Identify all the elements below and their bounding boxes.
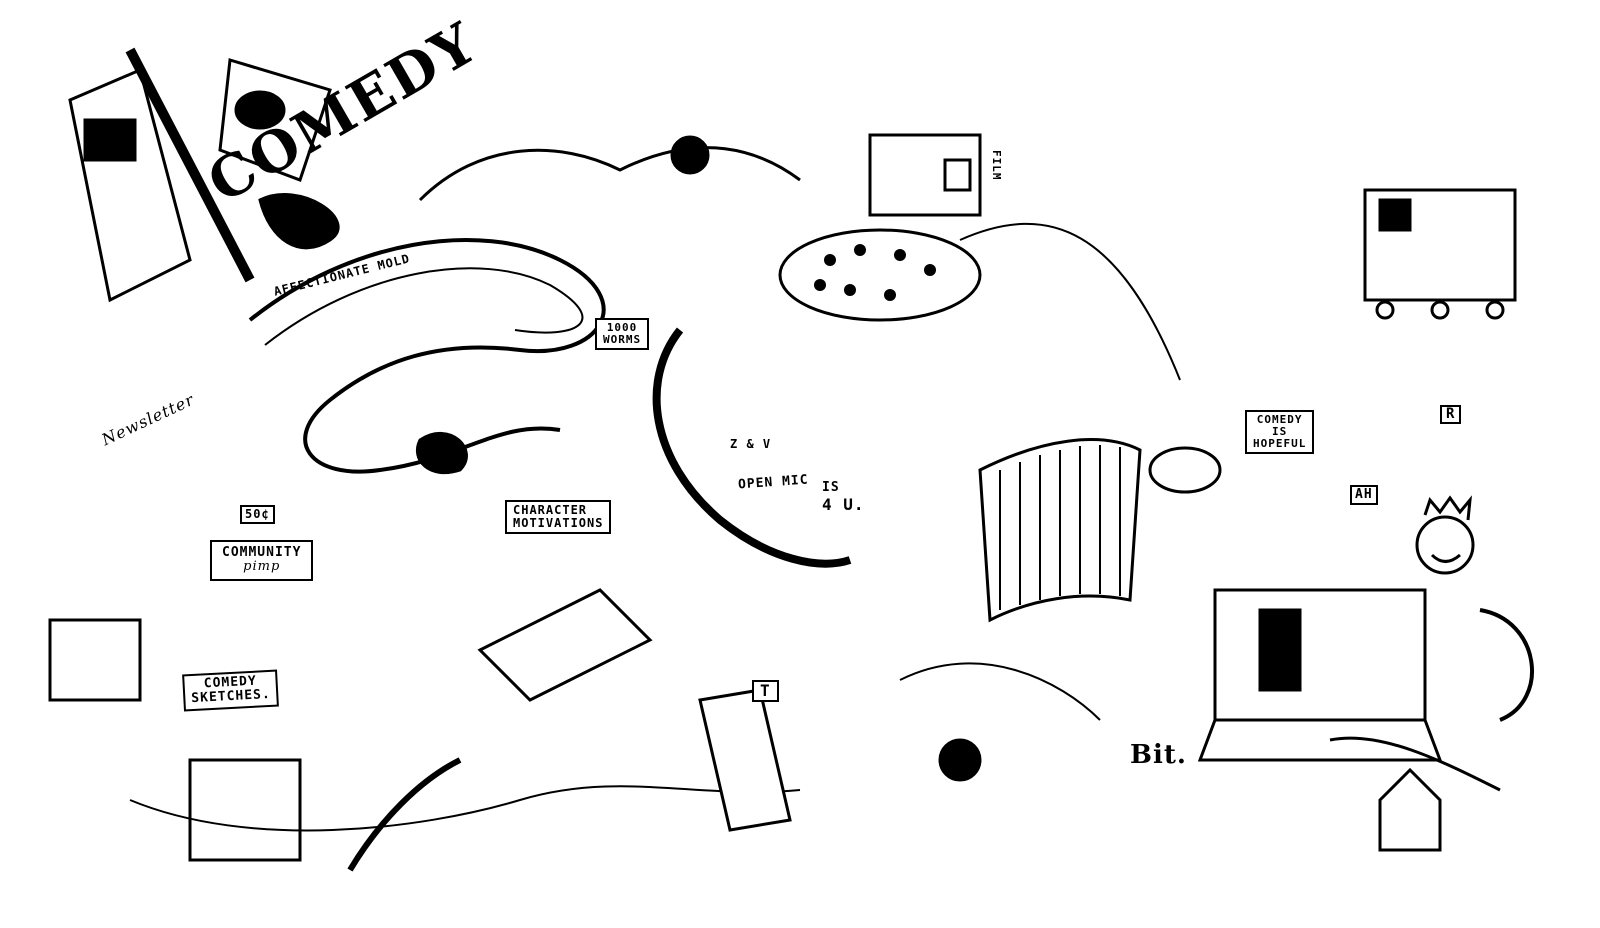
is-4-u-line1: IS bbox=[822, 480, 840, 495]
polka-dot-dome bbox=[778, 228, 982, 322]
character-line1: CHARACTER bbox=[513, 503, 588, 517]
character-motivations-sign: CHARACTER MOTIVATIONS bbox=[505, 500, 612, 535]
left-tower bbox=[68, 67, 192, 303]
character-line2: MOTIVATIONS bbox=[513, 516, 604, 531]
hopeful-line3: HOPEFUL bbox=[1253, 437, 1307, 451]
tv-box bbox=[477, 588, 653, 702]
comedy-sketches-line2: SKETCHES. bbox=[191, 687, 272, 707]
community-sign: COMMUNITY pimp bbox=[210, 540, 314, 581]
worms-line2: WORMS bbox=[603, 333, 642, 347]
comedy-sketches-sign: COMEDY SKETCHES. bbox=[182, 669, 280, 712]
ah-burst: AH bbox=[1350, 485, 1378, 506]
is-4-u-line2: 4 U. bbox=[822, 495, 865, 514]
community-sub-label: pimp bbox=[243, 559, 281, 575]
hopeful-line1: COMEDY bbox=[1256, 413, 1303, 426]
winding-road bbox=[248, 238, 606, 474]
smiling-kid bbox=[1415, 515, 1475, 575]
t-sign: T bbox=[752, 680, 779, 702]
house bbox=[1378, 767, 1442, 852]
hills bbox=[418, 146, 801, 202]
machine bbox=[1213, 588, 1427, 722]
bit-label: Bit. bbox=[1130, 740, 1187, 770]
z-and-v-label: Z & V bbox=[730, 437, 772, 451]
worms-line1: 1000 bbox=[606, 321, 638, 334]
is-4-u-label: IS 4 U. bbox=[822, 480, 865, 514]
comedy-is-hopeful-sign: COMEDY IS HOPEFUL bbox=[1245, 410, 1315, 455]
hopeful-line2: IS bbox=[1272, 425, 1288, 439]
worms-sign: 1000 WORMS bbox=[595, 318, 650, 351]
r-sign: R bbox=[1440, 405, 1462, 425]
community-label: COMMUNITY bbox=[222, 545, 302, 560]
film-label: FILM bbox=[990, 150, 1003, 181]
price-tag: 50¢ bbox=[240, 505, 275, 525]
